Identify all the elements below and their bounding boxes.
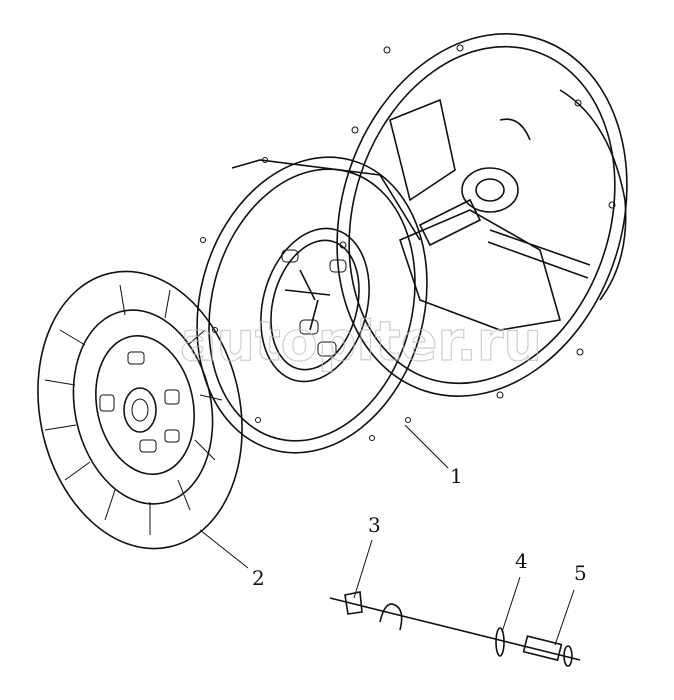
pressure-plate [196,156,428,454]
watermark: autopiter.ru [180,310,542,373]
clutch-disc [37,270,243,550]
callout-4: 4 [515,549,528,573]
release-shaft-assembly [329,591,581,667]
leader-lines [199,424,575,646]
callout-2: 2 [252,566,265,590]
callout-3: 3 [368,513,381,537]
clutch-housing [336,33,628,399]
callout-5: 5 [574,561,587,585]
callout-1: 1 [450,464,463,488]
